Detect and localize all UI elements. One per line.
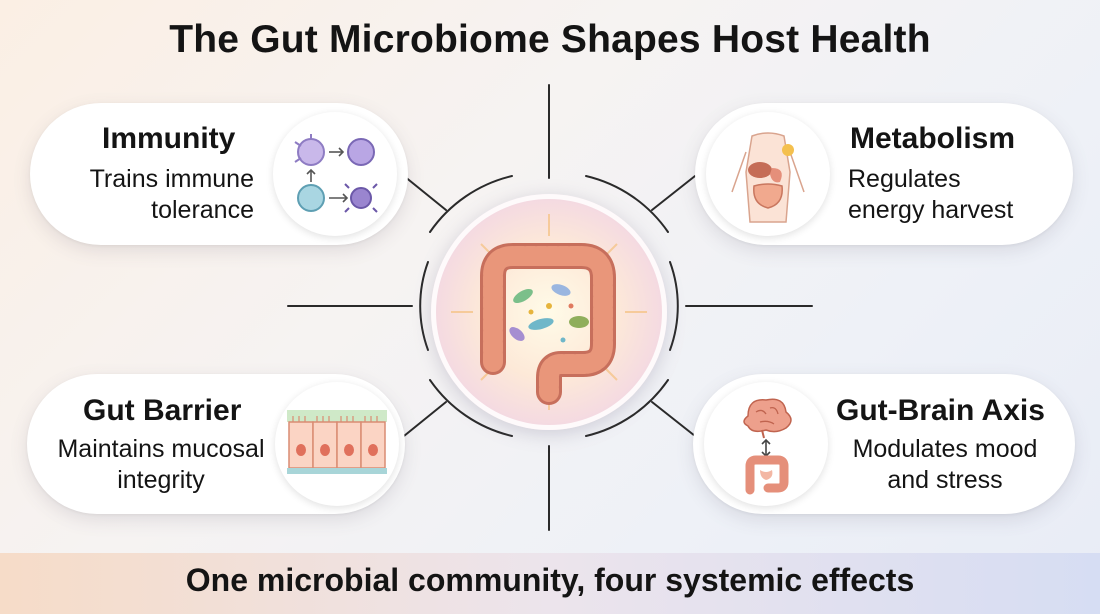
body-digestive-organs-icon <box>706 112 830 236</box>
card-title: Gut Barrier <box>83 394 242 427</box>
card-title: Gut-Brain Axis <box>836 394 1045 427</box>
card-desc-line: integrity <box>117 466 205 494</box>
card-immunity: Immunity Trains immune tolerance <box>30 103 408 245</box>
page-title: The Gut Microbiome Shapes Host Health <box>169 18 931 61</box>
immune-cells-icon <box>273 112 397 236</box>
card-description: Modulates mood and stress <box>839 434 1051 496</box>
colon-with-bacteria-icon <box>451 214 647 410</box>
card-desc-line: energy harvest <box>848 196 1014 224</box>
card-description: Trains immune tolerance <box>74 164 254 226</box>
card-desc-line: Regulates <box>848 165 961 193</box>
epithelial-barrier-icon <box>275 382 399 506</box>
card-title: Metabolism <box>850 122 1016 155</box>
card-gut-brain-axis: Gut-Brain Axis Modulates mood and stress <box>693 374 1075 514</box>
brain-gut-axis-icon <box>704 382 828 506</box>
card-metabolism: Metabolism Regulates energy harvest <box>695 103 1073 245</box>
center-gut-microbiome-hub <box>431 194 667 430</box>
card-desc-line: Maintains mucosal <box>57 435 265 463</box>
card-gut-barrier: Gut Barrier Maintains mucosal integrity <box>27 374 405 514</box>
footer-caption: One microbial community, four systemic e… <box>185 562 915 598</box>
card-description: Maintains mucosal integrity <box>45 434 277 496</box>
card-description: Regulates energy harvest <box>848 164 1013 226</box>
footer-banner: One microbial community, four systemic e… <box>0 553 1100 614</box>
card-desc-line: tolerance <box>151 196 254 224</box>
card-title: Immunity <box>102 122 236 155</box>
card-desc-line: Trains immune <box>89 165 254 193</box>
card-desc-line: Modulates mood <box>852 435 1038 463</box>
card-desc-line: and stress <box>887 466 1003 494</box>
